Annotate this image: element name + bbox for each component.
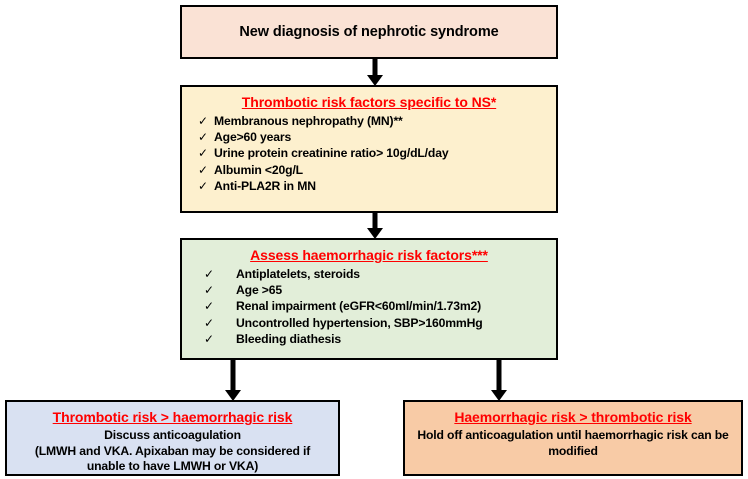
list-item-label: Anti-PLA2R in MN	[214, 178, 316, 193]
list-item-label: Renal impairment (eGFR<60ml/min/1.73m2)	[236, 299, 482, 314]
box-thrombotic-risk-factors: Thrombotic risk factors specific to NS* …	[180, 85, 558, 213]
haemorrhagic-risk-list: ✓ Antiplatelets, steroids ✓ Age >65 ✓ Renal…	[182, 266, 556, 347]
arrow-to-haemorrhagic-outcome	[491, 359, 507, 401]
arrow-shaft	[230, 359, 236, 391]
arrow-to-thrombotic-outcome	[225, 359, 241, 401]
box-outcome-thrombotic-greater: Thrombotic risk > haemorrhagic risk Disc…	[5, 400, 340, 476]
list-item: ✓ Antiplatelets, steroids	[204, 266, 556, 282]
check-icon: ✓	[198, 162, 208, 177]
body-line: modified	[548, 443, 598, 458]
box-outcome-haemorrhagic-body: Hold off anticoagulation until haemorrha…	[405, 428, 741, 459]
list-item-label: Urine protein creatinine ratio> 10g/dL/d…	[214, 146, 449, 161]
check-icon: ✓	[204, 267, 214, 281]
arrow-shaft	[496, 359, 502, 391]
list-item-label: Age >65	[236, 283, 283, 298]
arrow-head-icon	[367, 75, 383, 86]
body-line: Discuss anticoagulation	[104, 428, 241, 442]
arrow-diagnosis-to-thrombotic	[367, 58, 383, 86]
box-outcome-haemorrhagic-greater: Haemorrhagic risk > thrombotic risk Hold…	[403, 400, 743, 476]
list-item-label: Antiplatelets, steroids	[236, 267, 360, 281]
box-haemorrhagic-risk-factors: Assess haemorrhagic risk factors*** ✓ Ant…	[180, 238, 558, 360]
check-icon: ✓	[198, 178, 208, 193]
list-item-label: Age>60 years	[214, 130, 292, 145]
list-item: ✓ Urine protein creatinine ratio> 10g/dL/…	[198, 145, 556, 161]
check-icon: ✓	[198, 114, 208, 128]
list-item: ✓ Uncontrolled hypertension, SBP>160mmHg	[204, 315, 556, 331]
thrombotic-risk-list: ✓ Membranous nephropathy (MN)** ✓ Age>60 y…	[182, 113, 556, 194]
box-thrombotic-heading: Thrombotic risk factors specific to NS*	[241, 94, 497, 110]
arrow-shaft	[372, 58, 378, 76]
box-new-diagnosis-title: New diagnosis of nephrotic syndrome	[239, 24, 499, 40]
box-outcome-thrombotic-heading: Thrombotic risk > haemorrhagic risk	[52, 409, 293, 425]
list-item: ✓ Age>60 years	[198, 129, 556, 145]
arrow-shaft	[372, 212, 378, 229]
list-item-label: Bleeding diathesis	[236, 331, 341, 346]
list-item: ✓ Age >65	[204, 282, 556, 298]
check-icon: ✓	[204, 299, 214, 314]
body-line: unable to have LMWH or VKA)	[86, 459, 259, 473]
check-icon: ✓	[204, 283, 214, 298]
body-line: Hold off anticoagulation until haemorrha…	[417, 428, 729, 442]
check-icon: ✓	[198, 146, 208, 161]
list-item: ✓ Renal impairment (eGFR<60ml/min/1.73m2)	[204, 298, 556, 314]
list-item-label: Albumin <20g/L	[214, 162, 303, 177]
check-icon: ✓	[204, 315, 214, 330]
check-icon: ✓	[198, 130, 208, 145]
list-item-label: Uncontrolled hypertension, SBP>160mmHg	[236, 315, 483, 330]
arrow-head-icon	[491, 390, 507, 401]
arrow-thrombotic-to-haemorrhagic	[367, 212, 383, 239]
box-haemorrhagic-heading: Assess haemorrhagic risk factors***	[250, 247, 488, 263]
box-outcome-haemorrhagic-heading: Haemorrhagic risk > thrombotic risk	[454, 409, 692, 425]
list-item: ✓ Membranous nephropathy (MN)**	[198, 113, 556, 129]
list-item-label: Membranous nephropathy (MN)**	[214, 114, 403, 128]
body-line: (LMWH and VKA. Apixaban may be considere…	[34, 443, 311, 458]
arrow-head-icon	[367, 228, 383, 239]
check-icon: ✓	[204, 331, 214, 346]
list-item: ✓ Albumin <20g/L	[198, 162, 556, 178]
box-new-diagnosis: New diagnosis of nephrotic syndrome	[180, 5, 558, 59]
box-outcome-thrombotic-body: Discuss anticoagulation (LMWH and VKA. A…	[7, 428, 338, 475]
arrow-head-icon	[225, 390, 241, 401]
list-item: ✓ Anti-PLA2R in MN	[198, 178, 556, 194]
list-item: ✓ Bleeding diathesis	[204, 331, 556, 347]
